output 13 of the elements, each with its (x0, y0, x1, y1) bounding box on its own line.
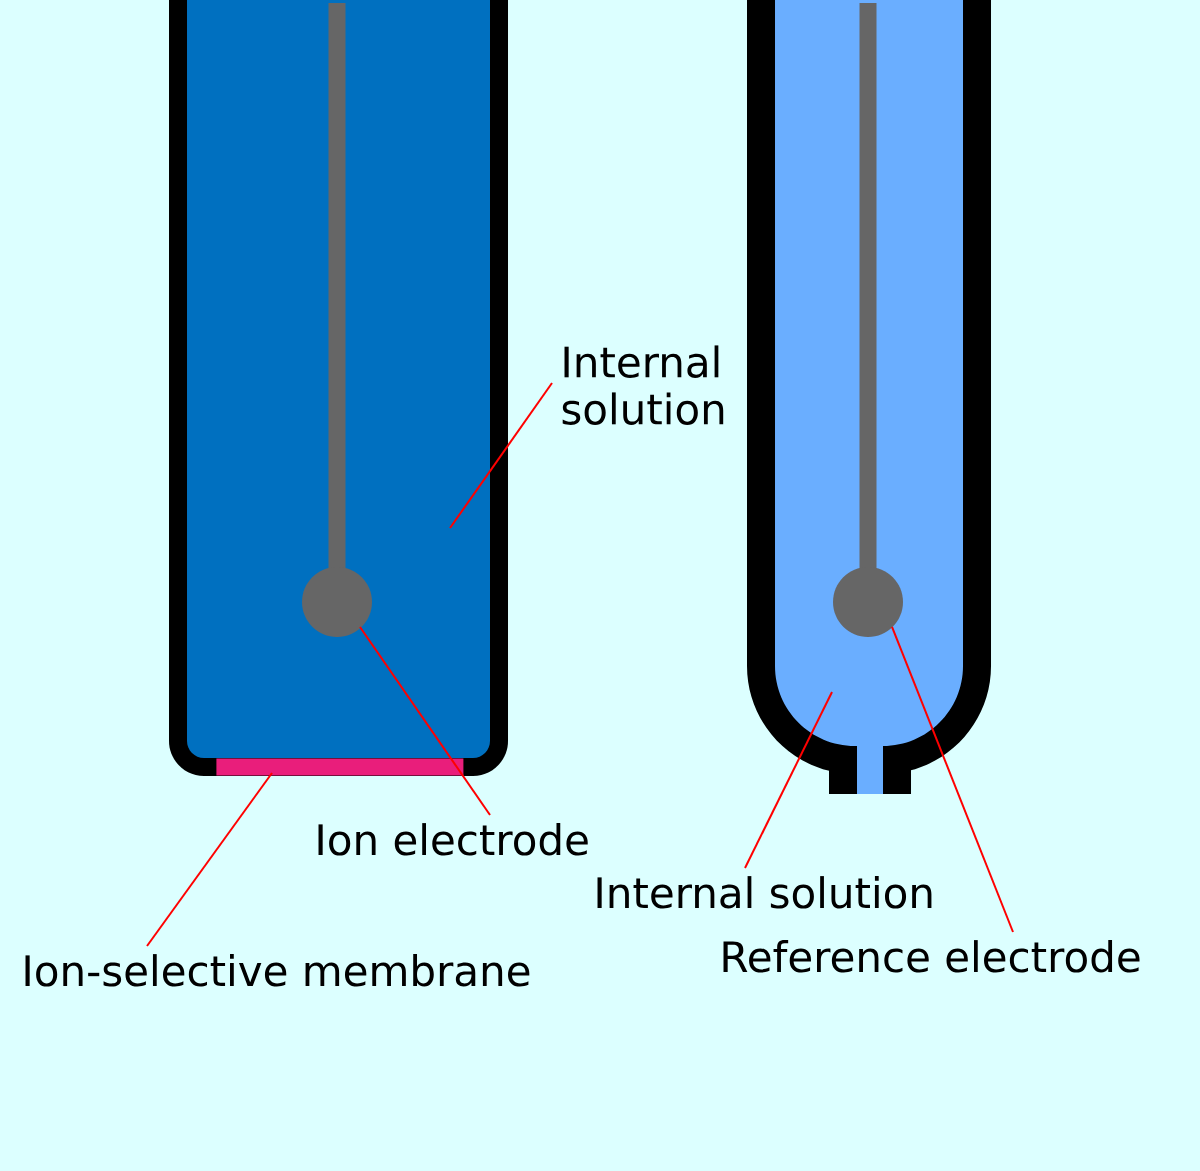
electrode-ball (302, 567, 372, 637)
callout-label: Internal solution (562, 345, 724, 425)
callout-label: Internal solution (597, 876, 932, 909)
leader-line (744, 691, 833, 869)
leader-line (449, 382, 553, 529)
membrane-strip (216, 758, 464, 776)
electrode-ball (833, 567, 903, 637)
callout-label: Ion-selective membrane (25, 954, 530, 987)
leader-line (146, 772, 273, 947)
leader-line (359, 626, 491, 816)
leader-line (891, 626, 1014, 933)
callout-label: Reference electrode (723, 940, 1140, 973)
callout-label: Ion electrode (318, 823, 588, 856)
